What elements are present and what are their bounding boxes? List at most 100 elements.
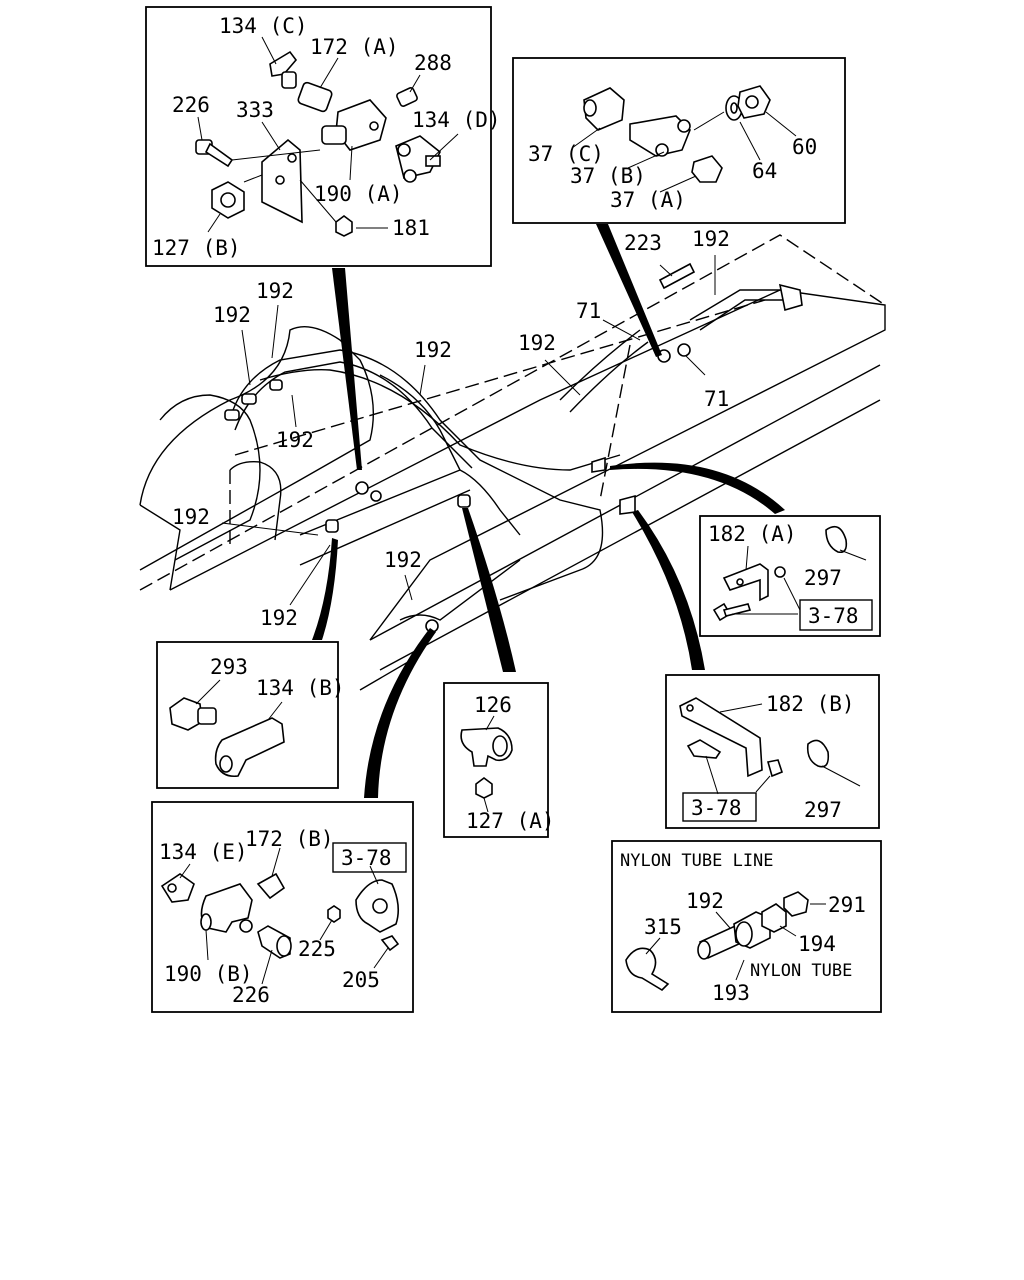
tee-134b [214, 717, 285, 778]
leader-line [779, 925, 797, 937]
callout-label: 172 (A) [310, 35, 399, 59]
leader-line [299, 179, 337, 223]
reference-box [332, 842, 407, 873]
brake-pipe [259, 369, 621, 471]
leader-line [745, 545, 749, 571]
plug-288 [396, 87, 418, 107]
callout-label: 192 [384, 548, 422, 572]
callout-label: 315 [644, 915, 682, 939]
callout-label: 127 (A) [466, 809, 555, 833]
detail-bracket-a: 182 (A) 297 3-78 [699, 515, 881, 637]
brake-pipe [699, 299, 785, 331]
tube-note: NYLON TUBE [750, 961, 852, 981]
clip-315 [625, 947, 670, 992]
leader-line [404, 574, 413, 601]
clip-297 [806, 739, 830, 768]
nut-127a [475, 777, 493, 799]
nut-225 [327, 905, 341, 923]
detail-pointer [312, 538, 338, 640]
callout-label: 37 (C) [528, 142, 604, 166]
pipe-fitting [224, 409, 240, 421]
callout-label: 288 [414, 51, 452, 75]
detail-pointer [364, 628, 436, 798]
leader-line [179, 863, 191, 879]
nut-hole [220, 192, 236, 208]
leader-line [735, 959, 745, 981]
leader-line [739, 121, 761, 161]
leader-line [221, 522, 319, 536]
leader-line [755, 775, 771, 793]
bracket-hole [736, 578, 744, 586]
fitting-37b-port [655, 143, 669, 157]
washer [774, 566, 786, 578]
pipe-fitting [355, 481, 369, 495]
brake-pipe [379, 374, 461, 471]
reference-label: 3-78 [808, 604, 859, 628]
callout-label: 37 (A) [610, 188, 686, 212]
connector-172b [256, 872, 286, 900]
detail-pointer [332, 268, 362, 470]
leader-line [705, 755, 719, 795]
detail-bottom-left: 134 (E) 172 (B) 190 (B) 226 225 205 3-78 [151, 801, 414, 1013]
nut [766, 759, 783, 778]
callout-label: 192 [686, 889, 724, 913]
frame-rail [379, 399, 881, 671]
leader-line [409, 74, 421, 93]
plate-hole [287, 153, 297, 163]
callout-label: 190 (A) [314, 182, 403, 206]
callout-label: 71 [704, 387, 729, 411]
connector-172a [297, 81, 333, 113]
callout-label: 192 [414, 338, 452, 362]
pipe-fitting [325, 519, 339, 533]
bolt-226 [204, 142, 234, 168]
fitting-37c-port [583, 99, 597, 117]
leader-line [243, 174, 263, 183]
callout-label: 223 [624, 231, 662, 255]
fitting-37a [691, 155, 723, 183]
leader-line [241, 329, 251, 386]
block-nipple [321, 125, 347, 145]
bolt [722, 603, 752, 617]
leader-line [659, 264, 673, 277]
reference-label: 3-78 [341, 846, 392, 870]
reference-box [682, 792, 757, 822]
brake-pipe [399, 559, 521, 621]
callout-label: 225 [298, 937, 336, 961]
pipe-fitting [241, 393, 257, 405]
fitting-134d-port [397, 143, 411, 157]
elbow-fitting [281, 71, 297, 89]
leader-line [195, 679, 221, 705]
leader-line [231, 149, 321, 161]
sleeve-end [735, 921, 753, 947]
callout-label: 71 [576, 299, 601, 323]
brake-pipe [229, 349, 604, 601]
tank-outline [139, 504, 181, 591]
callout-label: 226 [172, 93, 210, 117]
fitting-37c [583, 87, 625, 131]
detail-bracket-b: 182 (B) 297 3-78 [665, 674, 880, 829]
callout-label: 192 [172, 505, 210, 529]
callout-label: 205 [342, 968, 380, 992]
detail-top-right: 37 (C) 37 (B) 37 (A) 64 60 [512, 57, 846, 224]
callout-label: 297 [804, 798, 842, 822]
detail-frame [145, 6, 492, 267]
pipe-fitting [370, 490, 382, 502]
leader-line [419, 364, 426, 396]
callout-label: 182 (B) [766, 692, 855, 716]
detail-title: NYLON TUBE LINE [620, 851, 774, 871]
bolt [686, 739, 722, 759]
pipe-fitting [778, 283, 803, 312]
brake-pipe [569, 341, 649, 413]
frame-rail-dashed [234, 299, 766, 456]
plate-hole [275, 175, 285, 185]
detail-pointer [596, 224, 662, 357]
reference-label: 3-78 [691, 796, 742, 820]
cross-port [239, 919, 253, 933]
elbow-134e [160, 873, 195, 903]
callout-label: 193 [712, 981, 750, 1005]
leader-line [369, 865, 379, 885]
leader-line [261, 36, 277, 65]
tee-port [219, 755, 233, 773]
nut-194 [761, 903, 787, 933]
callout-label: 226 [232, 983, 270, 1007]
